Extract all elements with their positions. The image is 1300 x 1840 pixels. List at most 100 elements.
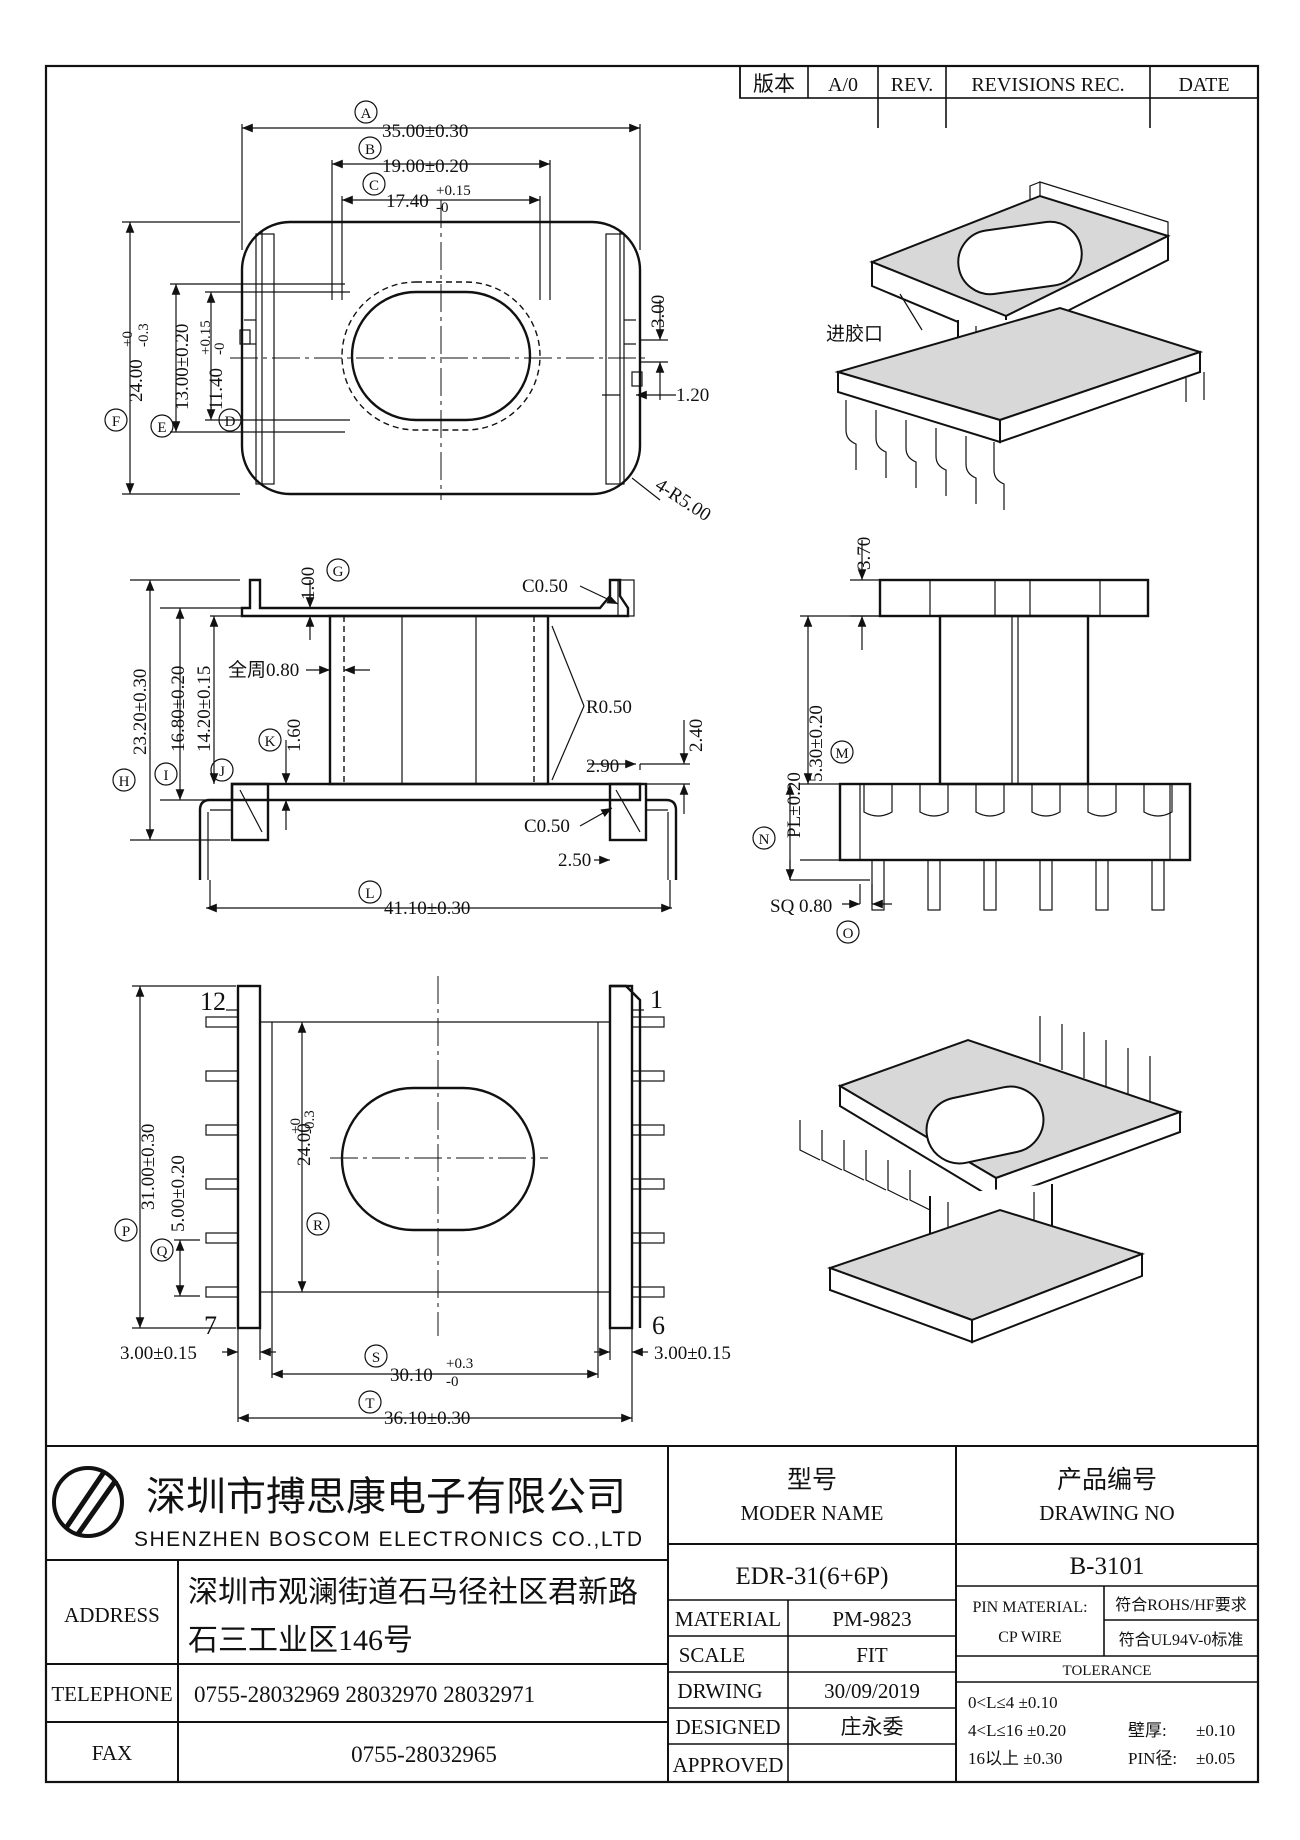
dim-Q-value: 5.00±0.20 bbox=[168, 1155, 189, 1232]
rohs-note: 符合ROHS/HF要求 bbox=[1115, 1596, 1247, 1614]
dim-A-value: 35.00±0.30 bbox=[382, 121, 468, 142]
pin-dia-value: ±0.05 bbox=[1196, 1749, 1235, 1768]
svg-text:-0.3: -0.3 bbox=[302, 1110, 318, 1134]
front-view bbox=[198, 578, 678, 908]
model-label-en: MODER NAME bbox=[741, 1501, 884, 1525]
svg-text:-0: -0 bbox=[212, 343, 228, 356]
side-view bbox=[838, 578, 1192, 862]
bottom-pin bbox=[205, 1016, 239, 1028]
telephone-value: 0755-28032969 28032970 28032971 bbox=[194, 1682, 535, 1707]
isometric-view-bottom bbox=[799, 1016, 1184, 1344]
drawing-no-label-en: DRAWING NO bbox=[1039, 1501, 1174, 1525]
side-pin bbox=[1039, 859, 1053, 911]
all-round-note: 全周0.80 bbox=[228, 659, 299, 681]
bottom-pin bbox=[205, 1070, 239, 1082]
telephone-label: TELEPHONE bbox=[51, 1682, 172, 1706]
svg-text:-0: -0 bbox=[446, 1374, 459, 1390]
model-value: EDR-31(6+6P) bbox=[736, 1563, 889, 1590]
drawing-date-value: 30/09/2019 bbox=[824, 1679, 920, 1703]
bottom-pin bbox=[205, 1178, 239, 1190]
dim-J-value: 14.20±0.15 bbox=[194, 666, 215, 752]
svg-text:+0: +0 bbox=[120, 331, 136, 347]
pin-1-label: 1 bbox=[650, 985, 663, 1014]
bottom-pin bbox=[205, 1124, 239, 1136]
pitch-left-value: 3.00±0.15 bbox=[120, 1343, 197, 1364]
bottom-pin bbox=[205, 1232, 239, 1244]
side-view-dimensions: 3.70 M 5.30±0.20 N PL±0.20 SQ 0.80 O bbox=[752, 537, 940, 944]
svg-text:G: G bbox=[333, 564, 344, 580]
svg-text:H: H bbox=[119, 774, 130, 790]
tolerance-row-1: 0<L≤4 ±0.10 bbox=[968, 1693, 1058, 1712]
dim-1-20: 1.20 bbox=[676, 385, 709, 406]
dim-L-value: 41.10±0.30 bbox=[384, 898, 470, 919]
front-view-dimensions: H 23.20±0.30 I 16.80±0.20 J 14.20±0.15 K… bbox=[112, 558, 707, 919]
address-label: ADDRESS bbox=[64, 1603, 160, 1627]
svg-text:+0.3: +0.3 bbox=[446, 1356, 473, 1372]
tolerance-label: TOLERANCE bbox=[1063, 1663, 1152, 1679]
side-pin-slot bbox=[975, 784, 1005, 817]
top-view bbox=[122, 124, 650, 500]
svg-text:Q: Q bbox=[157, 1244, 168, 1260]
address-line-1: 深圳市观澜街道石马径社区君新路 bbox=[188, 1576, 638, 1609]
drawing-label: DRWING bbox=[677, 1679, 762, 1703]
svg-text:-0: -0 bbox=[436, 200, 449, 216]
dim-2-50: 2.50 bbox=[558, 850, 591, 871]
pin-material-label: PIN MATERIAL: bbox=[972, 1599, 1087, 1616]
dim-P-value: 31.00±0.30 bbox=[138, 1124, 159, 1210]
chamfer-bottom-note: C0.50 bbox=[524, 816, 570, 837]
chamfer-top-note: C0.50 bbox=[522, 576, 568, 597]
bottom-view-labels: 12 1 7 6 bbox=[200, 985, 665, 1340]
material-label: MATERIAL bbox=[675, 1607, 781, 1631]
revisions-label: REVISIONS REC. bbox=[971, 74, 1124, 96]
bottom-pin bbox=[631, 1232, 665, 1244]
bottom-pin bbox=[631, 1178, 665, 1190]
dim-3-00: 3.00 bbox=[648, 295, 669, 328]
wall-value: ±0.10 bbox=[1196, 1721, 1235, 1740]
side-pin bbox=[1151, 859, 1165, 911]
side-pin-slot bbox=[1087, 784, 1117, 817]
dim-O-value: SQ 0.80 bbox=[770, 896, 832, 917]
svg-text:B: B bbox=[365, 142, 375, 158]
bottom-pin bbox=[631, 1070, 665, 1082]
designed-value: 庄永委 bbox=[841, 1715, 904, 1739]
bottom-pin bbox=[631, 1286, 665, 1298]
pitch-right-value: 3.00±0.15 bbox=[654, 1343, 731, 1364]
dim-N-value: PL±0.20 bbox=[784, 772, 805, 838]
dim-S-value: 30.10 bbox=[390, 1365, 433, 1386]
dim-K-value: 1.60 bbox=[284, 719, 305, 752]
company-name-cn: 深圳市搏思康电子有限公司 bbox=[146, 1475, 626, 1519]
dim-M-value: 5.30±0.20 bbox=[806, 705, 827, 782]
company-logo bbox=[52, 1466, 124, 1538]
fillet-note: R0.50 bbox=[586, 697, 632, 718]
revision-table: 版本 A/0 REV. REVISIONS REC. DATE bbox=[739, 65, 1259, 128]
svg-text:I: I bbox=[164, 768, 169, 784]
address-line-2: 石三工业区146号 bbox=[188, 1624, 413, 1657]
svg-text:A: A bbox=[361, 106, 372, 122]
svg-text:S: S bbox=[372, 1350, 380, 1366]
drawing-no-value: B-3101 bbox=[1070, 1553, 1145, 1580]
wall-label: 壁厚: bbox=[1128, 1721, 1167, 1740]
model-label-cn: 型号 bbox=[787, 1466, 837, 1494]
top-view-dimensions: A 35.00±0.30 B 19.00±0.20 C 17.40 +0.15 … bbox=[104, 100, 715, 526]
rev-version-label: 版本 bbox=[753, 72, 795, 96]
tolerance-row-2: 4<L≤16 ±0.20 bbox=[968, 1721, 1066, 1740]
dim-C-value: 17.40 bbox=[386, 191, 429, 212]
svg-text:+0.15: +0.15 bbox=[198, 320, 214, 355]
svg-text:J: J bbox=[219, 764, 225, 780]
drawing-no-label-cn: 产品编号 bbox=[1057, 1466, 1157, 1494]
side-pin-slot bbox=[863, 784, 893, 817]
dim-E-value: 13.00±0.20 bbox=[172, 324, 193, 410]
side-pin bbox=[871, 859, 885, 911]
svg-text:O: O bbox=[843, 926, 854, 942]
svg-text:D: D bbox=[225, 414, 236, 430]
approved-label: APPROVED bbox=[673, 1753, 784, 1777]
pin-material-value: CP WIRE bbox=[998, 1629, 1062, 1646]
side-pin bbox=[1095, 859, 1109, 911]
dim-2-40: 2.40 bbox=[686, 719, 707, 752]
company-name-en: SHENZHEN BOSCOM ELECTRONICS CO.,LTD bbox=[134, 1528, 644, 1551]
side-pin-slot bbox=[1031, 784, 1061, 817]
dim-R-value: 24.00 bbox=[294, 1123, 315, 1166]
bottom-view bbox=[226, 976, 644, 1336]
title-block: 深圳市搏思康电子有限公司 SHENZHEN BOSCOM ELECTRONICS… bbox=[46, 1445, 1258, 1782]
